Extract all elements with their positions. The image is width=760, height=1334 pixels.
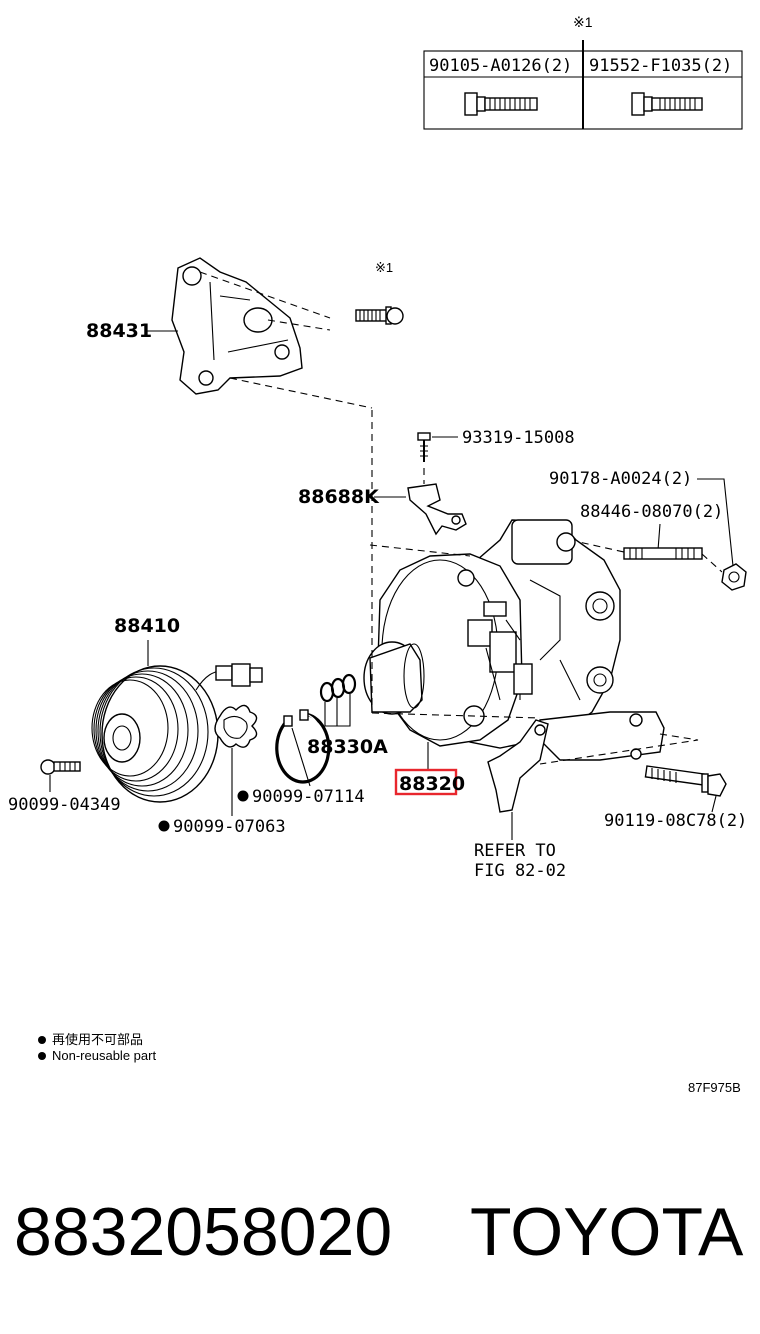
table-col-2: 91552-F1035(2) [589, 56, 732, 76]
callout-shim: 90099-07063 [173, 817, 286, 837]
bracket-bolt [355, 306, 404, 325]
clutch-bolt [40, 759, 81, 775]
callout-refer-line-1: REFER TO [474, 841, 556, 861]
callout-refer-line-2: FIG 82-02 [474, 861, 566, 881]
callout-bolt-nut: 90178-A0024(2) [549, 469, 692, 489]
callout-mount-bolt: 90119-08C78(2) [604, 811, 747, 831]
clutch-shim [214, 704, 258, 748]
harness-bracket [487, 719, 549, 813]
ac-compressor [363, 519, 665, 761]
magnetic-clutch [91, 663, 263, 803]
flange-bolt-icon [464, 92, 538, 116]
legend-en: Non-reusable part [52, 1048, 156, 1063]
callout-compressor: 88320 [399, 773, 465, 795]
callout-o-rings: 88330A [307, 736, 388, 758]
snap-ring [275, 709, 331, 784]
non-reusable-mark-icon [158, 820, 170, 832]
non-reusable-mark-icon [237, 790, 249, 802]
footer-brand: TOYOTA [470, 1194, 744, 1270]
callout-compressor-highlight [394, 768, 458, 796]
table-mark: ※1 [573, 14, 593, 30]
fastener-table: ※1 90105-A0126(2) 91552-F1035(2) [423, 14, 743, 130]
table-col-1: 90105-A0126(2) [429, 56, 572, 76]
callout-bracket: 88431 [86, 320, 152, 342]
callout-harness-clamp: 88688K [298, 486, 380, 508]
o-rings [319, 673, 357, 703]
legend: 再使用不可部品 Non-reusable part [38, 1032, 156, 1063]
callout-clutch-bolt: 90099-04349 [8, 795, 121, 815]
non-reusable-mark-icon [38, 1052, 46, 1060]
stud-bolt [623, 547, 703, 560]
callout-screw: 93319-15008 [462, 428, 575, 448]
callout-bracket-mark: ※1 [375, 260, 393, 275]
mount-bolt [644, 765, 727, 797]
flange-bolt-icon [631, 92, 703, 116]
screw [417, 432, 431, 462]
footer-part-number: 8832058020 [14, 1194, 392, 1270]
figure-code: 87F975B [688, 1080, 741, 1095]
callout-snap-ring: 90099-07114 [252, 787, 365, 807]
non-reusable-mark-icon [38, 1036, 46, 1044]
callout-clutch: 88410 [114, 615, 180, 637]
legend-ja: 再使用不可部品 [52, 1032, 143, 1047]
compressor-bracket [171, 257, 373, 409]
harness-clamp [407, 483, 467, 536]
callout-stud: 88446-08070(2) [580, 502, 723, 522]
flange-nut [721, 563, 747, 591]
